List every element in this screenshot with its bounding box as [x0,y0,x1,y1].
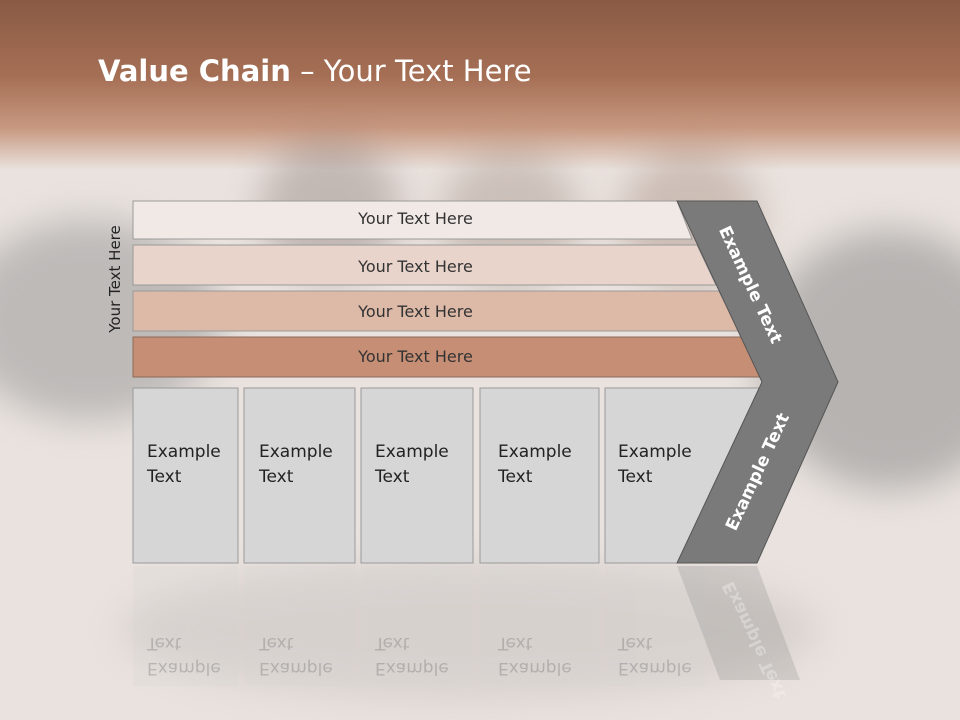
cells-reflection [133,566,705,686]
row-label-4: Your Text Here [358,347,473,366]
row-label-3: Your Text Here [358,302,473,321]
chevron-reflection [677,566,800,680]
bg-shape [120,560,820,700]
row-label-1: Your Text Here [358,209,473,228]
cell-box-3 [360,387,474,564]
slide-title: Value Chain – Your Text Here [98,54,532,88]
cell-box-2 [243,387,356,564]
cell-box-4 [479,387,600,564]
row-bar-1 [132,200,693,240]
cell-box-1 [132,387,239,564]
title-band [0,0,960,170]
chevron-arrow [676,200,839,564]
row-label-2: Your Text Here [358,257,473,276]
